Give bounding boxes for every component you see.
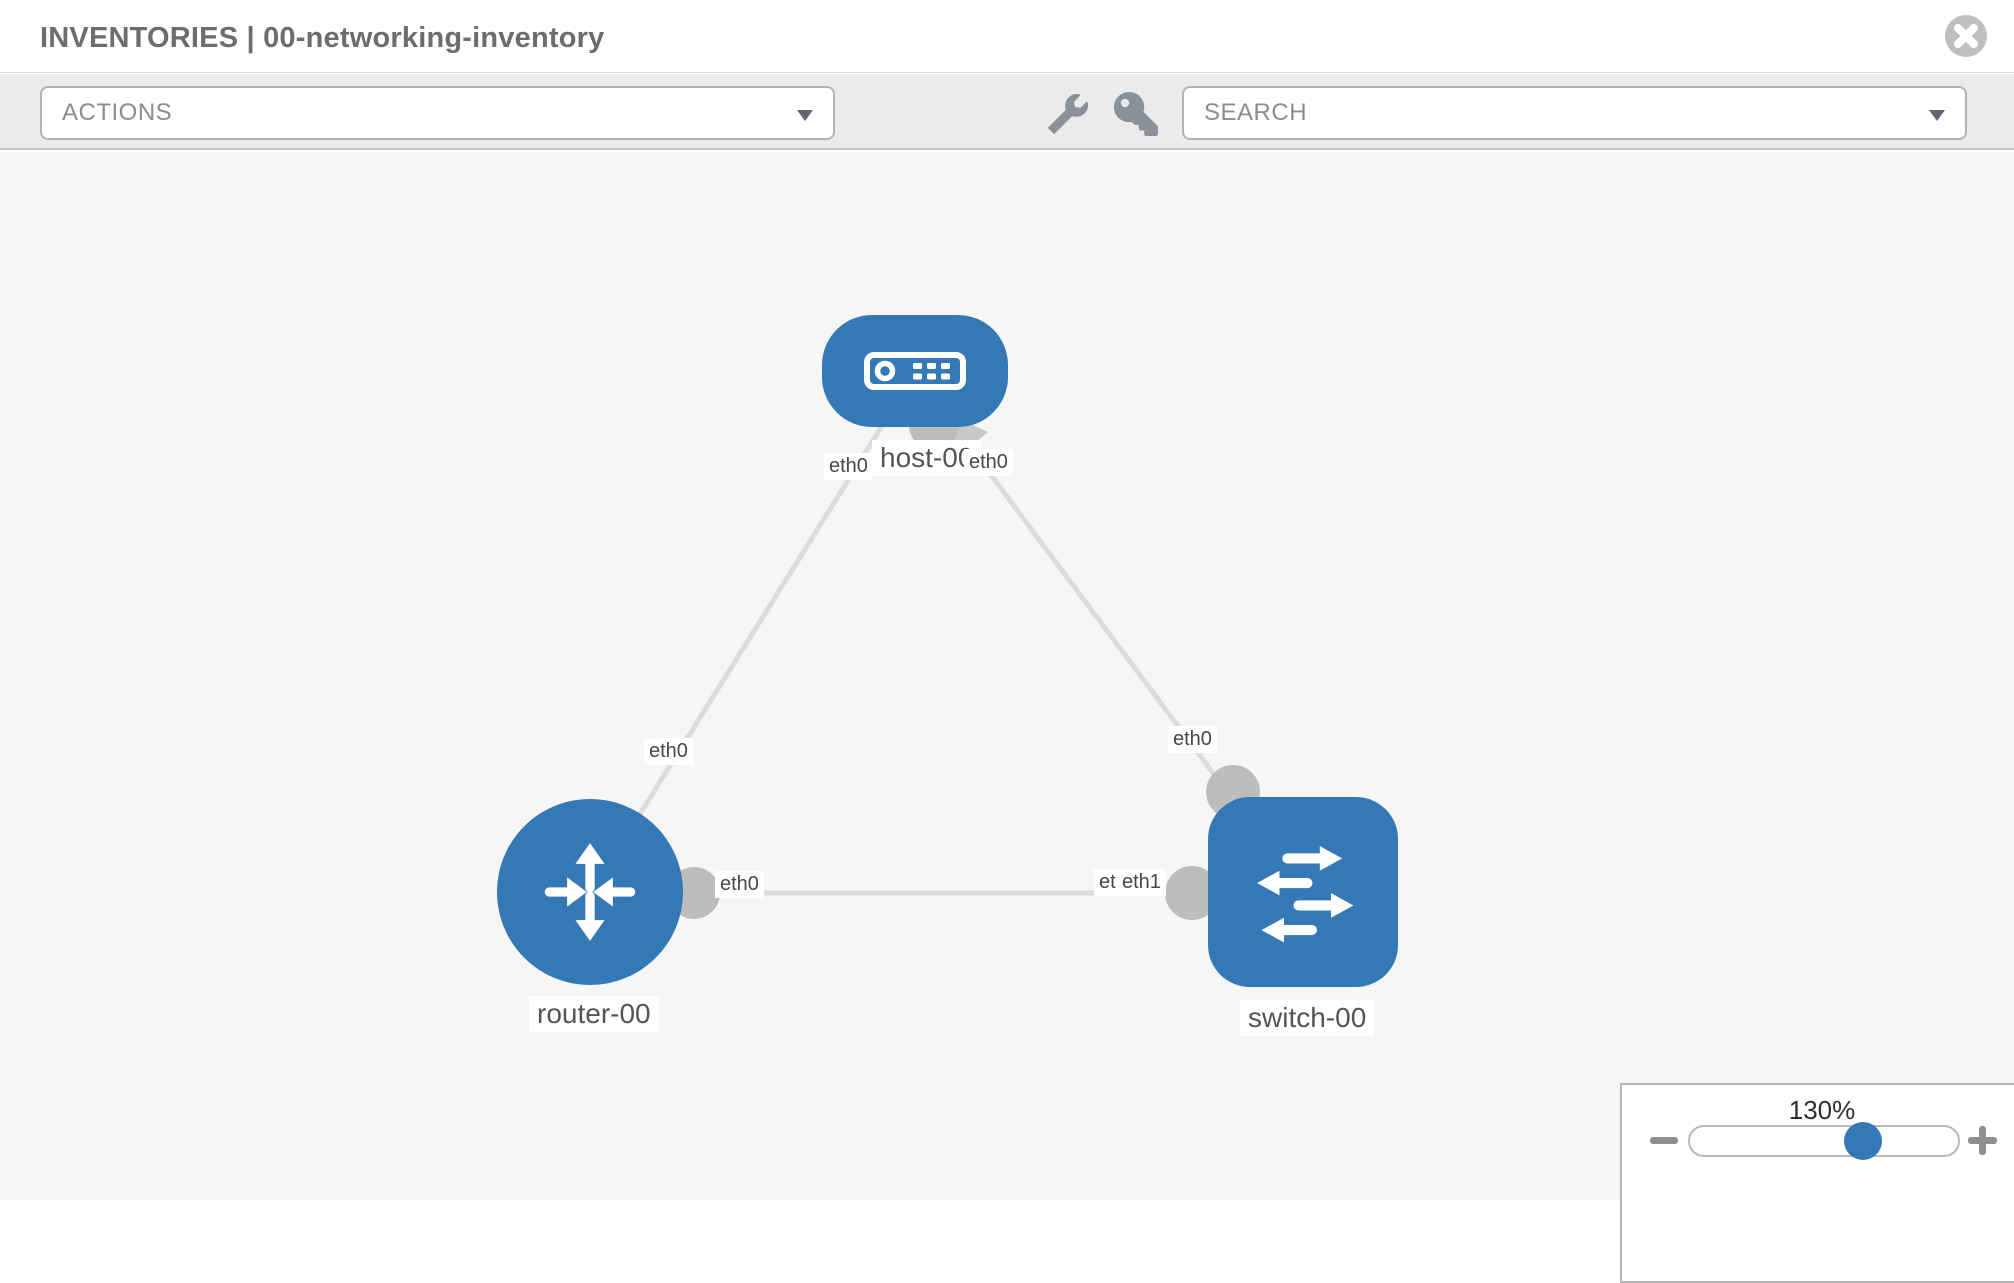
interface-label: eth0 <box>715 871 764 898</box>
node-host[interactable] <box>822 315 1008 427</box>
switch-icon <box>1257 846 1354 943</box>
zoom-level-label: 130% <box>1788 1095 1856 1125</box>
close-button[interactable] <box>1944 14 1988 58</box>
search-dropdown-label: SEARCH <box>1204 99 1308 126</box>
node-label-router: router-00 <box>529 996 659 1032</box>
host-icon <box>864 352 966 390</box>
interface-label: eth0 <box>1168 726 1217 753</box>
credentials-button[interactable] <box>1114 92 1158 141</box>
zoom-out-button[interactable] <box>1650 1137 1678 1144</box>
router-icon <box>544 843 636 941</box>
header-bar: INVENTORIES | 00-networking-inventory <box>0 0 2014 73</box>
node-switch[interactable] <box>1208 797 1398 987</box>
node-label-host: host-00 <box>872 440 982 476</box>
wrench-icon <box>1047 93 1089 135</box>
zoom-in-button[interactable] <box>1968 1126 1997 1155</box>
chevron-down-icon <box>1929 110 1945 121</box>
node-label-switch: switch-00 <box>1240 1000 1375 1036</box>
actions-dropdown-label: ACTIONS <box>62 99 173 126</box>
interface-dot-switch-left <box>1165 866 1219 920</box>
search-dropdown[interactable]: SEARCH <box>1182 86 1967 140</box>
interface-label: eth0 <box>644 738 693 765</box>
zoom-slider-track[interactable] <box>1688 1122 1960 1160</box>
key-icon <box>1114 92 1158 136</box>
tools-button[interactable] <box>1047 93 1089 139</box>
zoom-slider-thumb[interactable] <box>1844 1122 1882 1160</box>
topology-links-layer <box>587 371 1306 920</box>
actions-dropdown[interactable]: ACTIONS <box>40 86 835 140</box>
interface-label: eth1 <box>1117 869 1166 896</box>
node-router[interactable] <box>497 799 683 985</box>
interface-label: eth0 <box>824 453 873 480</box>
page-title: INVENTORIES | 00-networking-inventory <box>40 22 605 54</box>
close-icon <box>1945 15 1987 57</box>
interface-label: eth0 <box>964 449 1013 476</box>
toolbar: ACTIONS SEARCH <box>0 74 2014 150</box>
topology-canvas[interactable]: host-00 router-00 switch-00 eth0 eth0 et… <box>0 152 2014 1283</box>
zoom-control-panel: 130% <box>1620 1083 2014 1283</box>
chevron-down-icon <box>797 110 813 121</box>
